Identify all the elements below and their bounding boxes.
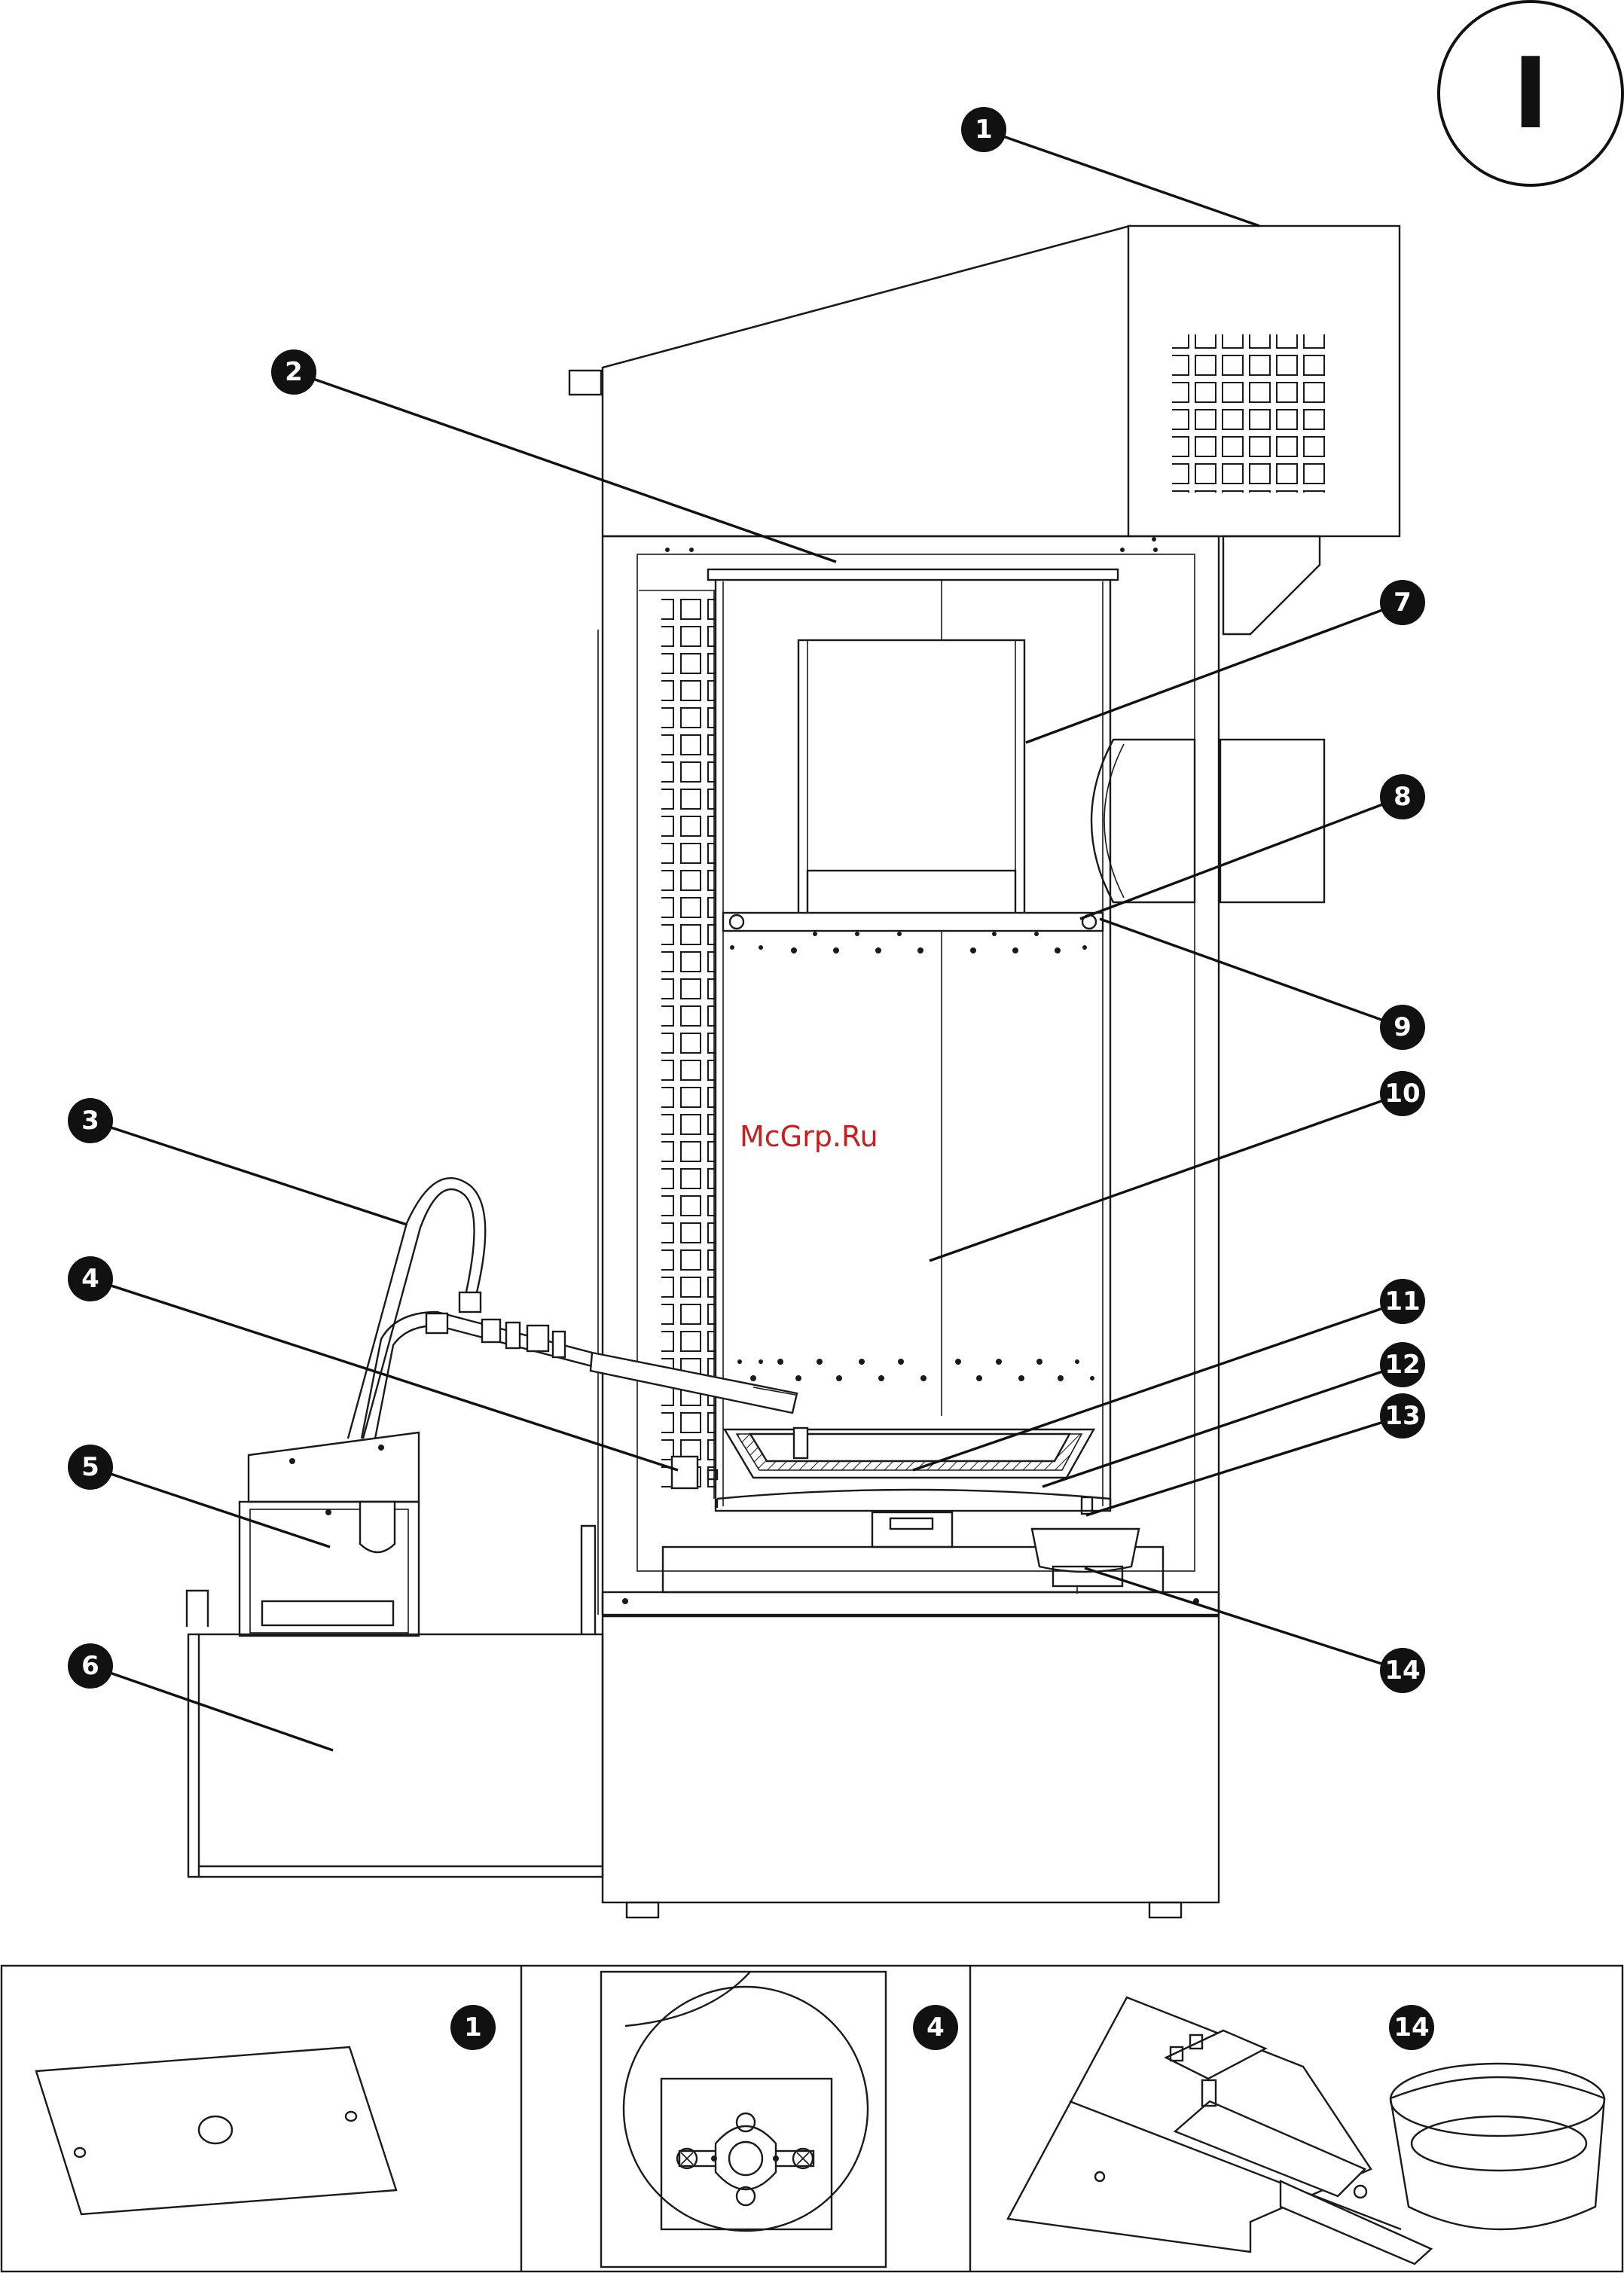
callout-13: 13 — [1380, 1393, 1425, 1439]
fuel-pump-and-tank — [187, 1432, 603, 1877]
sheet-label: I — [1439, 2, 1622, 185]
watermark-text: McGrp.Ru — [740, 1120, 878, 1153]
heater-housing — [569, 226, 1400, 1918]
top-cover-vents — [1172, 334, 1330, 493]
svg-text:14: 14 — [1394, 2012, 1429, 2043]
svg-text:12: 12 — [1384, 1350, 1420, 1380]
svg-text:7: 7 — [1394, 587, 1412, 618]
perforations-upper — [730, 932, 1087, 953]
callout-14: 14 — [1380, 1648, 1425, 1693]
callout-9: 9 — [1380, 1005, 1425, 1050]
svg-text:6: 6 — [81, 1651, 99, 1681]
detail-callout-14: 14 — [1389, 2005, 1434, 2050]
callout-8: 8 — [1380, 774, 1425, 819]
callout-5: 5 — [68, 1445, 113, 1490]
svg-text:8: 8 — [1394, 782, 1412, 812]
svg-text:2: 2 — [285, 357, 303, 387]
detail-4-thermal-switch — [601, 1972, 886, 2267]
cabinet-base — [603, 1592, 1219, 1902]
detail-1-cover-plate — [36, 2047, 396, 2214]
svg-text:10: 10 — [1384, 1079, 1420, 1109]
side-vents — [661, 595, 716, 1491]
perforations-lower — [737, 1359, 1094, 1381]
callout-2: 2 — [271, 349, 316, 395]
callout-6: 6 — [68, 1643, 113, 1689]
detail-14-float-switch — [1008, 1997, 1604, 2264]
svg-text:5: 5 — [81, 1452, 99, 1482]
callout-12: 12 — [1380, 1342, 1425, 1387]
callout-4: 4 — [68, 1256, 113, 1301]
svg-text:4: 4 — [81, 1264, 99, 1294]
svg-text:4: 4 — [926, 2012, 945, 2043]
svg-text:1: 1 — [464, 2012, 482, 2043]
callout-7: 7 — [1380, 580, 1425, 625]
callout-3: 3 — [68, 1098, 113, 1143]
detail-callout-4: 4 — [913, 2005, 958, 2050]
svg-text:I: I — [1513, 36, 1549, 151]
svg-text:13: 13 — [1384, 1401, 1420, 1431]
detail-callout-1: 1 — [450, 2005, 496, 2050]
callout-11: 11 — [1380, 1279, 1425, 1324]
svg-text:3: 3 — [81, 1106, 99, 1136]
svg-text:1: 1 — [975, 114, 993, 145]
inner-flue — [798, 640, 1024, 916]
svg-text:14: 14 — [1384, 1655, 1420, 1686]
svg-text:9: 9 — [1394, 1012, 1412, 1042]
callout-1: 1 — [961, 107, 1006, 152]
svg-text:11: 11 — [1384, 1286, 1420, 1317]
callout-10: 10 — [1380, 1071, 1425, 1116]
